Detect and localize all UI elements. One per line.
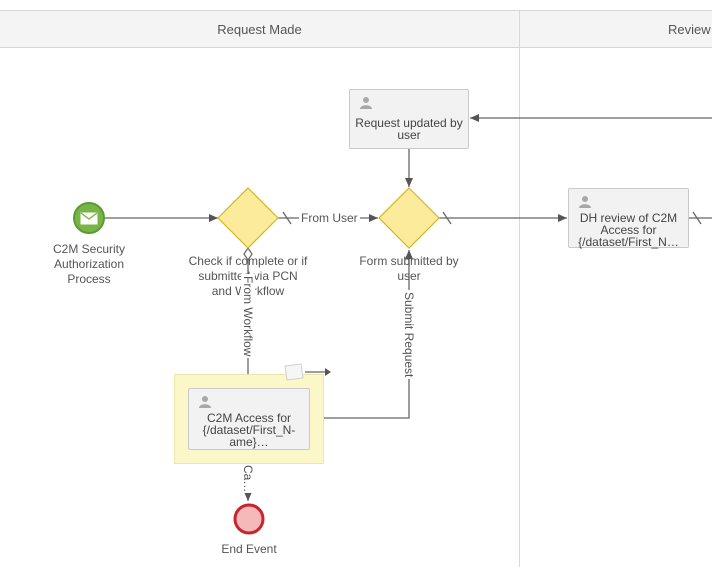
task-label: Request updated by user — [355, 116, 463, 142]
task-request-updated[interactable]: Request updated by user — [349, 89, 469, 149]
gateway-check[interactable] — [217, 187, 279, 249]
lane-divider — [519, 10, 520, 567]
lane-header-review[interactable]: Review — [520, 10, 712, 48]
end-event[interactable] — [231, 502, 267, 538]
flow-label-submit-request: Submit Request — [402, 290, 416, 380]
flow-label-from-workflow: From Workflow — [241, 274, 255, 359]
user-icon — [199, 396, 211, 408]
flow-label-ca: Ca… — [241, 464, 255, 494]
user-icon — [360, 97, 372, 109]
task-label: C2M Access for {/dataset/First_N-ame}… — [202, 411, 296, 449]
flag-icon[interactable] — [283, 362, 333, 382]
lane-title: Review — [668, 21, 711, 37]
flow-label-from-user: From User — [299, 211, 360, 225]
gateway-form-submitted[interactable] — [378, 187, 440, 249]
task-dh-review[interactable]: DH review of C2M Access for {/dataset/Fi… — [568, 188, 689, 248]
envelope-icon — [80, 212, 98, 225]
default-flow-mark — [692, 211, 702, 225]
gateway-form-label: Form submitted by user — [359, 254, 459, 283]
default-flow-mark — [442, 211, 452, 225]
lane-header-request-made[interactable]: Request Made — [0, 10, 519, 48]
start-event-label: C2M Security Authorization Process — [52, 242, 126, 286]
user-icon — [579, 196, 591, 208]
task-c2m-access[interactable]: C2M Access for {/dataset/First_N-ame}… — [188, 388, 310, 450]
end-event-label: End Event — [221, 542, 277, 556]
conditional-flow-mark — [243, 246, 253, 262]
default-flow-mark — [282, 211, 292, 225]
start-event[interactable] — [71, 200, 107, 236]
lane-title: Request Made — [217, 21, 302, 37]
task-label: DH review of C2M Access for {/dataset/Fi… — [578, 211, 679, 249]
